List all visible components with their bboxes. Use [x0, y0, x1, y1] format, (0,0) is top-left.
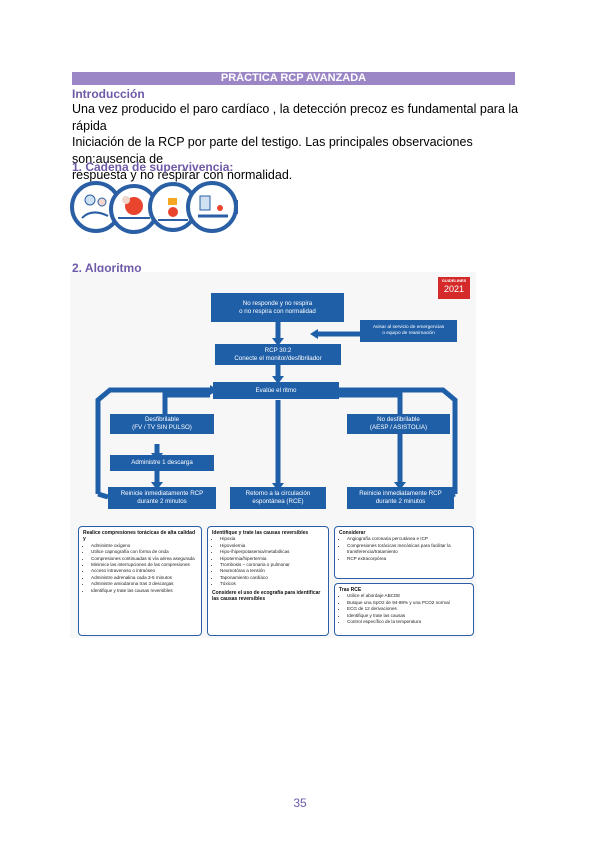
desfibrilable-line-2: (FV / TV SIN PULSO) — [132, 424, 192, 431]
list-item: Utilice el abordaje ABCDE — [347, 593, 469, 599]
chain-link-2 — [109, 184, 159, 234]
list-item: Compresiones torácicas mecánicas para fa… — [347, 543, 469, 556]
panel-considerar-list: Angiografía coronaria percutánea e ICP C… — [339, 536, 469, 562]
badge-label: GUIDELINES — [441, 278, 467, 283]
list-item: Neumotórax a tensión — [220, 568, 324, 574]
list-item: Identifique y trate las causas — [347, 613, 469, 619]
panel-causas-reversibles: Identifique y trate las causas reversibl… — [207, 526, 329, 636]
box-reinicio-derecha: Reinicie inmediatamente RCP durante 2 mi… — [347, 487, 454, 509]
list-item: Acceso intravenoso o intraóseo — [91, 568, 197, 574]
chain-of-survival-image — [70, 181, 238, 234]
section-2-heading: 2. Algoritmo — [72, 261, 142, 275]
list-item: Hipovolemia — [220, 543, 324, 549]
panel-tras-rce-title: Tras RCE — [339, 587, 362, 593]
intro-line-2: Iniciación de la RCP por parte del testi… — [72, 135, 473, 166]
intro-heading: Introducción — [72, 87, 145, 101]
panel-considerar: Considerar Angiografía coronaria percutá… — [334, 526, 474, 579]
box-avisar: Avisar al servicio de emergencias o equi… — [360, 320, 457, 342]
reinicio-left-line-1: Reinicie inmediatamente RCP — [120, 490, 204, 497]
avisar-line-1: Avisar al servicio de emergencias — [372, 324, 445, 330]
list-item: RCP extracorpórea — [347, 556, 469, 562]
badge-year: 2021 — [443, 284, 465, 294]
panel-compresiones-title: Realice compresiones torácicas de alta c… — [83, 530, 195, 543]
rcp-line-2: Conecte el monitor/desfibrilador — [234, 354, 322, 362]
rcp-line-1: RCP 30:2 — [264, 346, 292, 354]
list-item: Taponamiento cardíaco — [220, 575, 324, 581]
retorno-line-2: espontánea (RCE) — [252, 498, 304, 505]
algorithm-flowchart: GUIDELINES 2021 — [70, 272, 476, 638]
section-1-heading: 1. Cadena de supervivencia: — [72, 160, 234, 174]
list-item: Hipo-/hiperpotasemia/metabólicas — [220, 549, 324, 555]
list-item: Minimice las interrupciones de las compr… — [91, 562, 197, 568]
panel-causas-footer: Considere el uso de ecografía para ident… — [212, 589, 321, 603]
intro-line-1: Una vez producido el paro cardíaco , la … — [72, 102, 519, 133]
box-desfibrilable: Desfibrilable (FV / TV SIN PULSO) — [110, 414, 214, 434]
list-item: Identifique y trate las causas reversibl… — [91, 588, 197, 594]
box-rcp: RCP 30:2 Conecte el monitor/desfibrilado… — [215, 344, 341, 365]
panel-tras-rce: Tras RCE Utilice el abordaje ABCDE Busqu… — [334, 583, 474, 636]
panel-considerar-title: Considerar — [339, 530, 366, 536]
section-title-bar: PRÁCTICA RCP AVANZADA — [72, 72, 515, 85]
list-item: Angiografía coronaria percutánea e ICP — [347, 536, 469, 542]
list-item: Hipotermia/hipertermia — [220, 556, 324, 562]
reinicio-right-line-1: Reinicie inmediatamente RCP — [359, 490, 442, 497]
evalue-label: Evalúe el ritmo — [255, 386, 297, 394]
no-desfibrilable-line-1: No desfibrilable — [377, 416, 420, 423]
list-item: Administre oxígeno — [91, 543, 197, 549]
panel-tras-rce-list: Utilice el abordaje ABCDE Busque una SpO… — [339, 593, 469, 625]
box-descarga: Administre 1 descarga — [110, 455, 214, 471]
list-item: Compresiones continuadas si vía aérea as… — [91, 556, 197, 562]
no-responde-line-1: No responde y no respira — [242, 299, 313, 307]
panel-causas-title: Identifique y trate las causas reversibl… — [212, 530, 309, 536]
chain-link-4 — [186, 181, 238, 233]
intro-paragraph: Una vez producido el paro cardíaco , la … — [72, 101, 522, 184]
retorno-line-1: Retorno a la circulación — [245, 490, 311, 497]
list-item: Busque una SpO2 de 94-98% y una PCO2 nor… — [347, 600, 469, 606]
box-retorno-rce: Retorno a la circulación espontánea (RCE… — [230, 487, 326, 509]
box-no-responde: No responde y no respira o no respira co… — [211, 293, 344, 322]
descarga-label: Administre 1 descarga — [131, 459, 193, 466]
reinicio-left-line-2: durante 2 minutos — [137, 498, 187, 505]
no-desfibrilable-line-2: (AESP / ASISTOLIA) — [369, 424, 428, 431]
list-item: Utilice capnografía con forma de onda — [91, 549, 197, 555]
list-item: Hipoxia — [220, 536, 324, 542]
avisar-line-2: o equipo de reanimación — [382, 331, 435, 336]
list-item: Control específico de la temperatura — [347, 619, 469, 625]
guidelines-badge: GUIDELINES 2021 — [438, 277, 470, 299]
panel-compresiones-list: Administre oxígeno Utilice capnografía c… — [83, 543, 197, 594]
no-responde-line-2: o no respira con normalidad — [239, 307, 316, 315]
page-number: 35 — [293, 796, 307, 810]
chain-link-1 — [70, 181, 122, 233]
panel-causas-list: Hipoxia Hipovolemia Hipo-/hiperpotasemia… — [212, 536, 324, 587]
box-evalue-ritmo: Evalúe el ritmo — [213, 382, 339, 399]
list-item: ECG de 12 derivaciones — [347, 606, 469, 612]
list-item: Administre amiodarona tras 3 descargas — [91, 581, 197, 587]
list-item: Administre adrenalina cada 3-5 minutos — [91, 575, 197, 581]
box-reinicio-izquierda: Reinicie inmediatamente RCP durante 2 mi… — [108, 487, 216, 509]
desfibrilable-line-1: Desfibrilable — [144, 416, 180, 423]
intro-line-3: respuesta y no respirar con normalidad. — [72, 168, 293, 182]
reinicio-right-line-2: durante 2 minutos — [375, 498, 426, 505]
panel-compresiones: Realice compresiones torácicas de alta c… — [78, 526, 202, 636]
list-item: Tóxicos — [220, 581, 324, 587]
box-no-desfibrilable: No desfibrilable (AESP / ASISTOLIA) — [347, 414, 450, 434]
list-item: Trombosis – coronaria o pulmonar — [220, 562, 324, 568]
